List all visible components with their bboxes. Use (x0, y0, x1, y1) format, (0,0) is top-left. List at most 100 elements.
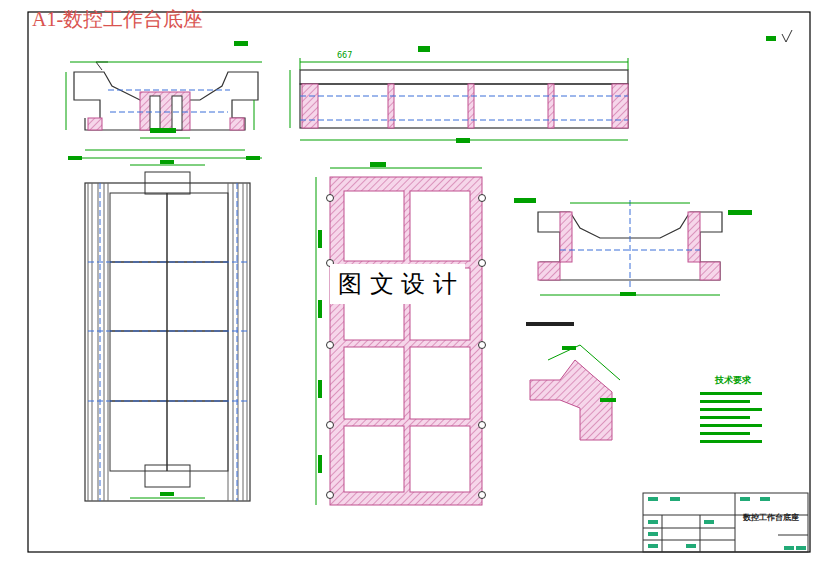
dimension-text (246, 156, 260, 160)
hidden-line (300, 96, 628, 97)
section-hatch (140, 92, 190, 130)
note-line (700, 408, 762, 411)
note-line (700, 432, 750, 435)
note-line (700, 424, 762, 427)
dimension-text (318, 230, 322, 248)
hidden-line (100, 183, 101, 501)
plan-rail (98, 183, 99, 501)
title-cell-text (704, 520, 714, 524)
plan-cell (410, 426, 470, 492)
bolt-hole (479, 260, 486, 267)
plan-cell (410, 347, 470, 419)
dimension-text (514, 198, 536, 203)
front-rib (468, 84, 474, 128)
title-cell-text (648, 497, 658, 501)
sheet-border (28, 12, 810, 552)
plan-cell (344, 347, 404, 419)
title-cell-text (648, 544, 658, 548)
front-rib (548, 84, 554, 128)
hidden-line (237, 183, 238, 501)
sheet-title: A1-数控工作台底座 (32, 6, 203, 33)
note-line (700, 400, 750, 403)
dimension-line (316, 177, 317, 505)
symbol-text (766, 36, 776, 41)
bolt-hole (327, 422, 334, 429)
plan-rail (238, 183, 239, 501)
bolt-hole (479, 492, 486, 499)
hidden-line (88, 401, 248, 402)
dimension-line (300, 58, 301, 70)
center-line (630, 200, 631, 290)
dimension-text (600, 398, 616, 402)
section-hatch (230, 118, 244, 130)
dimension-line (70, 158, 262, 159)
dimension-text (68, 156, 82, 160)
bolt-hole (479, 195, 486, 202)
plan-rib (166, 193, 168, 471)
plan-frame (110, 193, 228, 471)
hidden-line (88, 331, 248, 332)
section-hatch (88, 118, 102, 130)
section-hatch (538, 262, 560, 280)
plan-rail (88, 183, 89, 501)
section-rib (172, 96, 182, 130)
hidden-line (108, 90, 230, 91)
title-block-line (643, 528, 735, 529)
dimension-text (318, 455, 322, 473)
part-name: 数控工作台底座 (737, 512, 805, 523)
plan-lug (145, 465, 190, 487)
dimension-line (70, 62, 262, 63)
dimension-line (254, 100, 255, 130)
dimension-text (562, 346, 576, 350)
dimension-line (330, 168, 482, 169)
dimension-text (620, 292, 636, 296)
dimension-line (130, 165, 205, 166)
view-note (526, 322, 574, 326)
bolt-hole (479, 422, 486, 429)
dimension-text (234, 41, 248, 46)
bolt-hole (327, 492, 334, 499)
bolt-hole (327, 195, 334, 202)
plan-lug (145, 172, 190, 194)
title-cell: 数控工作台底座 (737, 512, 805, 523)
plan-rail (243, 183, 244, 501)
plan-outline (85, 183, 250, 501)
front-hatch (612, 84, 628, 128)
title-cell-text (670, 497, 680, 501)
section-detail (96, 62, 108, 70)
dimension-text (456, 138, 470, 143)
section-hatch (560, 212, 572, 262)
dimension-text (418, 46, 430, 52)
plan-rail (104, 183, 105, 501)
title-block-line (735, 493, 736, 552)
dimension-line (85, 150, 245, 151)
title-block-line (643, 540, 735, 541)
dimension-text (318, 380, 322, 398)
plan-section (330, 177, 482, 505)
dimension-line (570, 203, 690, 204)
title-cell-text (648, 520, 658, 524)
title-block (643, 493, 808, 552)
front-rib (388, 84, 394, 128)
hidden-line (110, 112, 228, 113)
dimension-text (150, 128, 176, 133)
plan-rail (92, 183, 93, 501)
plan-cell (344, 426, 404, 492)
title-cell-text (686, 544, 696, 548)
dimension-line (300, 62, 628, 63)
bolt-hole (327, 342, 334, 349)
bolt-hole (479, 342, 486, 349)
section-rib (150, 96, 160, 130)
title-block-line (778, 535, 808, 536)
title-cell-text (648, 532, 658, 536)
dimension-line (628, 58, 629, 70)
note-heading: 技术要求 (697, 374, 769, 387)
front-body (300, 84, 628, 128)
dimension-text (370, 162, 386, 167)
title-block-line (662, 515, 663, 552)
dimension-text (318, 300, 322, 318)
front-rail (300, 70, 628, 84)
front-hatch (302, 84, 318, 128)
note-box: 技术要求 (697, 374, 769, 387)
